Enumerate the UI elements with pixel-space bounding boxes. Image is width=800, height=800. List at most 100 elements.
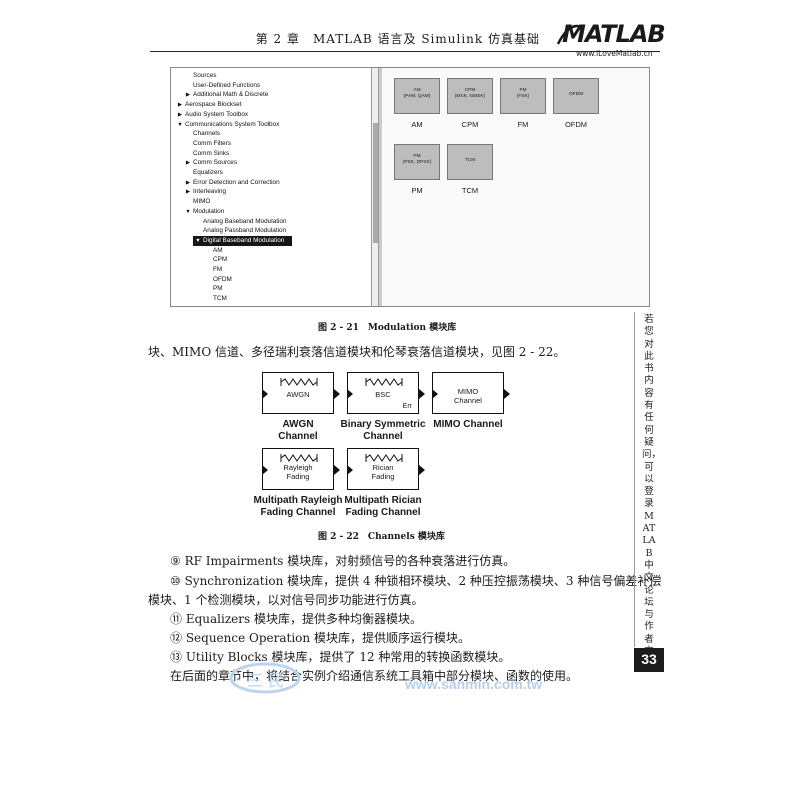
expanded-arrow-icon[interactable]: ▼ xyxy=(195,237,201,244)
page-number: 33 xyxy=(641,651,657,667)
collapsed-arrow-icon[interactable]: ▶ xyxy=(185,92,191,99)
tree-item[interactable]: CPM xyxy=(203,255,227,265)
library-block-label: TCM xyxy=(461,186,479,195)
scrollbar-thumb[interactable] xyxy=(373,123,378,243)
tree-item[interactable]: ▶Additional Math & Discrete xyxy=(183,90,268,100)
error-port-label: Err xyxy=(402,403,412,410)
output-port-icon xyxy=(334,389,340,399)
tree-item[interactable]: ▶Audio System Toolbox xyxy=(175,110,248,120)
noise-symbol-icon xyxy=(280,454,318,462)
output-port-icon xyxy=(419,465,425,475)
tree-item-label: MIMO xyxy=(193,198,211,206)
paragraph-closing: 在后面的章节中，将结合实例介绍通信系统工具箱中部分模块、函数的使用。 xyxy=(170,669,579,683)
collapsed-arrow-icon[interactable]: ▶ xyxy=(177,102,183,109)
collapsed-arrow-icon[interactable]: ▶ xyxy=(185,179,191,186)
tree-item-label: Aerospace Blockset xyxy=(185,101,242,109)
noise-symbol-icon xyxy=(365,454,403,462)
tree-item-label: Digital Baseband Modulation xyxy=(203,236,285,244)
tree-item[interactable]: Equalizers xyxy=(183,168,223,178)
input-port-icon xyxy=(347,389,353,399)
input-port-icon xyxy=(347,465,353,475)
library-block-label: AM xyxy=(411,120,423,129)
tree-item[interactable]: OFDM xyxy=(203,275,232,285)
tree-item[interactable]: TCM xyxy=(203,294,227,304)
page-number-box: 33 xyxy=(634,648,664,672)
tree-item-label: Channels xyxy=(193,130,221,138)
tree-item[interactable]: Comm Sinks xyxy=(183,149,229,159)
library-block[interactable]: CPM(MSK, GMSK) xyxy=(447,78,493,114)
tree-item-label: Comm Sources xyxy=(193,159,238,167)
tree-scrollbar[interactable] xyxy=(371,68,379,306)
library-block[interactable]: FM(FSK) xyxy=(500,78,546,114)
tree-item-label: AM xyxy=(213,246,223,254)
tree-item[interactable]: ▼Communications System Toolbox xyxy=(175,120,279,130)
input-port-icon xyxy=(262,465,268,475)
tree-item[interactable]: ▶Comm Sources xyxy=(183,158,237,168)
tree-item-label: CPM xyxy=(213,256,228,264)
expanded-arrow-icon[interactable]: ▼ xyxy=(185,208,191,215)
figure-caption-2-21: 图 2 - 21 Modulation 模块库 xyxy=(318,323,457,333)
margin-rule xyxy=(634,312,635,647)
tree-item-label: Equalizers xyxy=(193,169,223,176)
tree-item-label: Analog Passband Modulation xyxy=(203,227,287,235)
collapsed-arrow-icon[interactable]: ▶ xyxy=(177,111,183,118)
channel-block[interactable]: BSC Err xyxy=(347,372,425,414)
tree-item[interactable]: ▶Error Detection and Correction xyxy=(183,178,280,188)
channel-block[interactable]: AWGN xyxy=(262,372,340,414)
tree-item[interactable]: ▶Aerospace Blockset xyxy=(175,100,242,110)
library-block[interactable]: OFDM xyxy=(553,78,599,114)
input-port-icon xyxy=(432,389,438,399)
tree-item[interactable]: User-Defined Functions xyxy=(183,81,260,91)
tree-item[interactable]: Comm Filters xyxy=(183,139,231,149)
tree-item-label: FM xyxy=(213,266,223,273)
tree-item-label: Sources xyxy=(193,72,217,79)
tree-item[interactable]: Channels xyxy=(183,129,220,139)
chapter-title: 第 2 章 MATLAB 语言及 Simulink 仿真基础 xyxy=(255,32,540,46)
tree-item-label: Error Detection and Correction xyxy=(193,178,280,186)
library-block[interactable]: PM(PSK, DPSK) xyxy=(394,144,440,180)
library-block[interactable]: AM(PAM, QAM) xyxy=(394,78,440,114)
collapsed-arrow-icon[interactable]: ▶ xyxy=(185,160,191,167)
tree-item-label: User-Defined Functions xyxy=(193,81,261,89)
tree-item-label: TCM xyxy=(213,295,227,303)
tree-item[interactable]: ▶Interleaving xyxy=(183,187,226,197)
tree-item-label: Modulation xyxy=(193,207,225,215)
running-header: 第 2 章 MATLAB 语言及 Simulink 仿真基础 xyxy=(150,28,660,52)
margin-note: 若您对此书内容有任何疑问，可以登录MATLAB中文论坛与作者交流。 xyxy=(642,314,662,669)
expanded-arrow-icon[interactable]: ▼ xyxy=(177,121,183,128)
tree-item[interactable]: Analog Baseband Modulation xyxy=(193,217,287,227)
tree-item[interactable]: Analog Passband Modulation xyxy=(193,226,286,236)
tree-item[interactable]: FM xyxy=(203,265,222,275)
matlab-logo: MATLAB xyxy=(556,20,666,48)
tree-item[interactable]: Sources xyxy=(183,71,216,81)
tree-item-label: Comm Sinks xyxy=(193,149,230,157)
tree-item[interactable]: ▼Digital Baseband Modulation xyxy=(193,235,293,246)
tree-item[interactable]: AM xyxy=(203,246,223,256)
tree-item-label: PM xyxy=(213,285,223,293)
tree-item[interactable]: PM xyxy=(203,284,223,294)
library-block-label: OFDM xyxy=(564,120,588,129)
library-block-label: CPM xyxy=(461,120,479,129)
tree-item[interactable]: ▼Modulation xyxy=(183,207,224,217)
tree-item[interactable]: MIMO xyxy=(183,197,210,207)
brand-url: www.iLoveMatlab.cn xyxy=(576,49,653,58)
library-block[interactable]: TCM xyxy=(447,144,493,180)
noise-symbol-icon xyxy=(365,378,403,386)
collapsed-arrow-icon[interactable]: ▶ xyxy=(185,189,191,196)
channel-block-text: BSC xyxy=(375,390,391,399)
tree-item-label: Interleaving xyxy=(193,188,227,196)
paragraph-11: ⑪ Equalizers 模块库，提供多种均衡器模块。 xyxy=(170,612,422,626)
paragraph-10: ⑩ Synchronization 模块库，提供 4 种锁相环模块、2 种压控振… xyxy=(170,574,662,588)
